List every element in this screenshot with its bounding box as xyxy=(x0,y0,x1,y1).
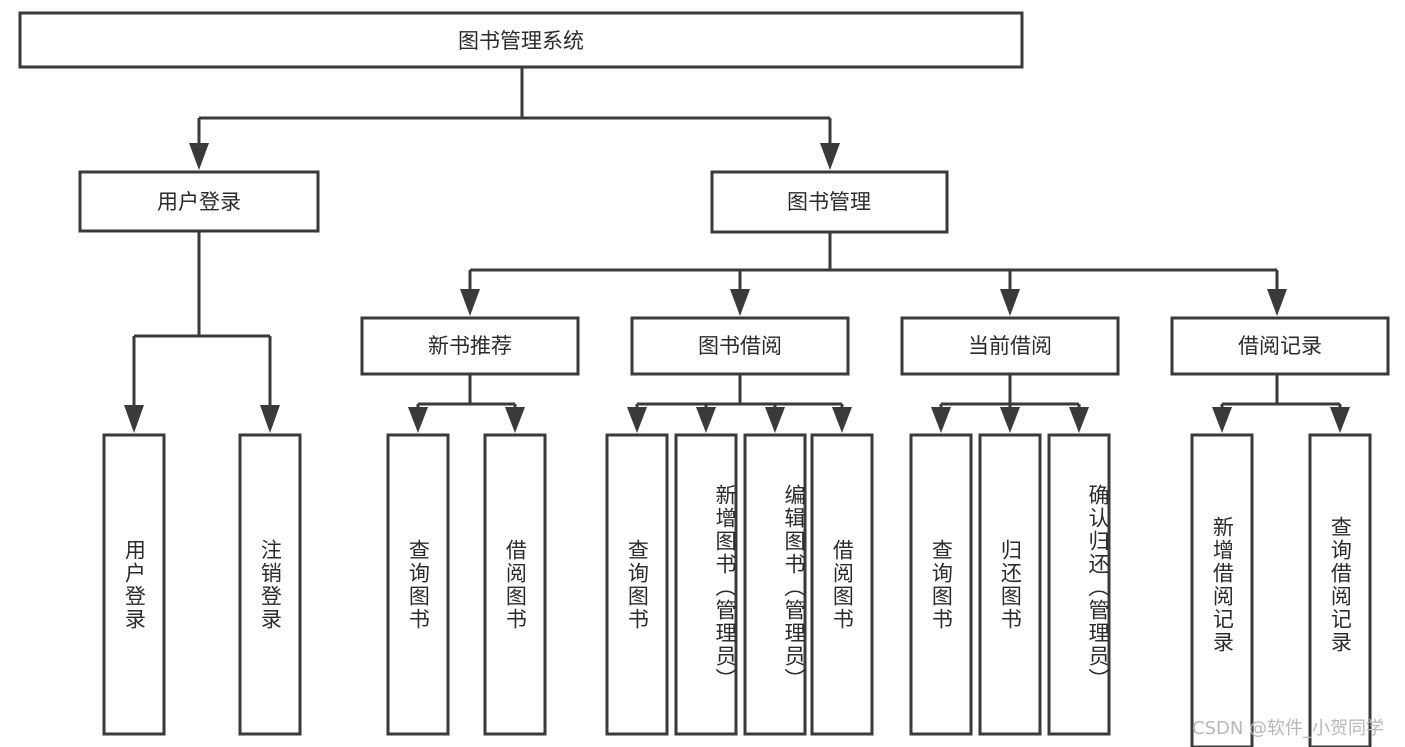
node-user-login-label: 用户登录 xyxy=(157,190,241,214)
connector-borrow-to-leaves xyxy=(627,374,852,433)
leaf-box-edit-book[interactable] xyxy=(743,433,807,736)
leaf-box-return-book[interactable] xyxy=(978,433,1042,736)
node-user-login[interactable]: 用户登录 xyxy=(78,170,320,233)
node-current-borrow-label: 当前借阅 xyxy=(968,334,1052,358)
connector-bookmgmt-to-level3 xyxy=(460,232,1287,316)
leaf-box-user-login[interactable] xyxy=(102,433,166,736)
node-book-borrow-label: 图书借阅 xyxy=(698,334,782,358)
connector-root-to-level2 xyxy=(189,67,840,170)
connector-records-to-leaves xyxy=(1212,374,1350,433)
leaf-box-borrow-book-1[interactable] xyxy=(483,433,547,736)
node-book-management[interactable]: 图书管理 xyxy=(710,170,949,234)
node-new-book-recommend[interactable]: 新书推荐 xyxy=(360,316,580,376)
leaf-box-borrow-book-2[interactable] xyxy=(810,433,874,736)
connector-userlogin-to-leaves xyxy=(124,231,280,433)
leaf-box-add-record[interactable] xyxy=(1190,433,1254,747)
leaf-box-query-book-1[interactable] xyxy=(386,433,450,736)
connector-newbook-to-leaves xyxy=(408,374,525,433)
node-book-borrow[interactable]: 图书借阅 xyxy=(630,316,850,376)
node-root-label: 图书管理系统 xyxy=(458,29,584,53)
leaf-box-query-book-2[interactable] xyxy=(605,433,669,736)
node-borrow-records[interactable]: 借阅记录 xyxy=(1170,316,1390,376)
leaf-box-query-record[interactable] xyxy=(1308,433,1372,747)
node-book-management-label: 图书管理 xyxy=(787,190,871,214)
node-borrow-records-label: 借阅记录 xyxy=(1238,334,1322,358)
leaf-box-confirm-return[interactable] xyxy=(1047,433,1111,736)
connector-current-to-leaves xyxy=(931,374,1089,433)
node-new-book-recommend-label: 新书推荐 xyxy=(428,334,512,358)
node-current-borrow[interactable]: 当前借阅 xyxy=(900,316,1120,376)
node-root[interactable]: 图书管理系统 xyxy=(18,11,1024,69)
csdn-watermark: CSDN @软件_小贺同学 xyxy=(1192,718,1385,739)
leaf-box-logout[interactable] xyxy=(238,433,302,736)
leaf-box-add-book[interactable] xyxy=(674,433,738,736)
leaf-box-query-book-3[interactable] xyxy=(909,433,973,736)
